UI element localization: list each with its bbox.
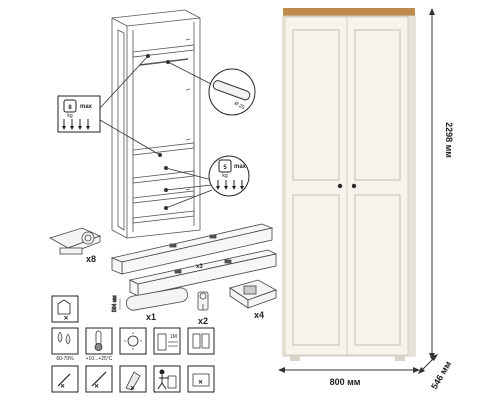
shelf-load-badge: 5 kg max — [208, 155, 250, 197]
dimension-depth: 546 мм — [418, 354, 453, 391]
two-person-assembly-icon — [153, 365, 181, 393]
rail-diameter-label: Ø 25 — [233, 101, 246, 112]
dimension-height: 2298 мм — [429, 8, 454, 360]
rail-holder-quantity: x2 — [198, 316, 208, 326]
rail-quantity: x1 — [146, 312, 156, 322]
right-door — [346, 16, 409, 356]
right-door-upper-panel — [354, 29, 401, 181]
rail-detail-callout: Ø 25 — [208, 68, 256, 116]
dimension-width: 800 мм — [278, 367, 420, 387]
drawer-slides — [110, 223, 278, 297]
rail-max-label: max — [80, 104, 93, 110]
left-knob — [337, 183, 343, 189]
rail-holder — [197, 291, 209, 311]
svg-text:✕: ✕ — [198, 379, 203, 386]
left-door-lower-panel — [292, 194, 340, 346]
wardrobe-interior-diagram — [111, 9, 201, 239]
rail-weight-unit: kg — [67, 113, 73, 119]
right-door-lower-panel — [354, 194, 401, 346]
no-abrasive-icon: ✕ — [51, 365, 79, 393]
leg-left — [290, 356, 300, 361]
svg-text:✕: ✕ — [63, 315, 68, 322]
humidity-label: 60-70% — [56, 356, 74, 362]
rail-weight: 8 — [68, 105, 72, 111]
hinge-quantity: x8 — [86, 254, 96, 264]
no-chemicals-icon: ✕ — [119, 365, 147, 393]
depth-label: 546 мм — [429, 359, 453, 391]
humidity-icon: 60-70% — [51, 327, 79, 362]
leg-right — [395, 356, 405, 361]
dry-cloth-icon — [187, 327, 215, 355]
svg-text:✕: ✕ — [94, 383, 99, 390]
right-knob — [351, 183, 357, 189]
heater-distance-icon: 1М — [153, 327, 181, 355]
no-scraping-icon: ✕ — [85, 365, 113, 393]
leader-lines — [99, 54, 214, 210]
hinge-hardware — [48, 227, 102, 255]
adjustable-foot — [229, 279, 277, 309]
wardrobe-side — [408, 16, 415, 356]
svg-text:✕: ✕ — [130, 385, 135, 392]
temperature-icon: +10...+25°C — [85, 327, 113, 362]
shelf-max-label: max — [234, 164, 247, 170]
wardrobe-rail: 564 мм — [112, 287, 189, 312]
no-overload-drawer-icon: ✕ — [187, 365, 215, 393]
foot-quantity: x4 — [254, 310, 264, 320]
svg-text:✕: ✕ — [60, 383, 65, 390]
rail-length: 564 мм — [112, 295, 118, 312]
rail-load-badge: 8 kg max — [57, 95, 101, 133]
no-sunlight-icon — [119, 327, 147, 355]
care-icons: ✕ 60-70% +10...+25°C 1М — [51, 295, 215, 393]
height-label: 2298 мм — [444, 122, 454, 158]
left-door — [284, 16, 348, 356]
wardrobe-render — [282, 8, 416, 361]
temperature-label: +10...+25°C — [86, 356, 113, 362]
no-wet-cleaning-icon: ✕ — [51, 295, 79, 323]
distance-label: 1М — [170, 334, 177, 340]
left-door-upper-panel — [292, 29, 340, 181]
shelf-weight-unit: kg — [222, 173, 228, 179]
slides-quantity: x3 — [196, 264, 203, 270]
wardrobe-top-panel — [283, 8, 415, 16]
shelf-weight: 5 — [223, 165, 227, 171]
width-label: 800 мм — [330, 377, 361, 387]
